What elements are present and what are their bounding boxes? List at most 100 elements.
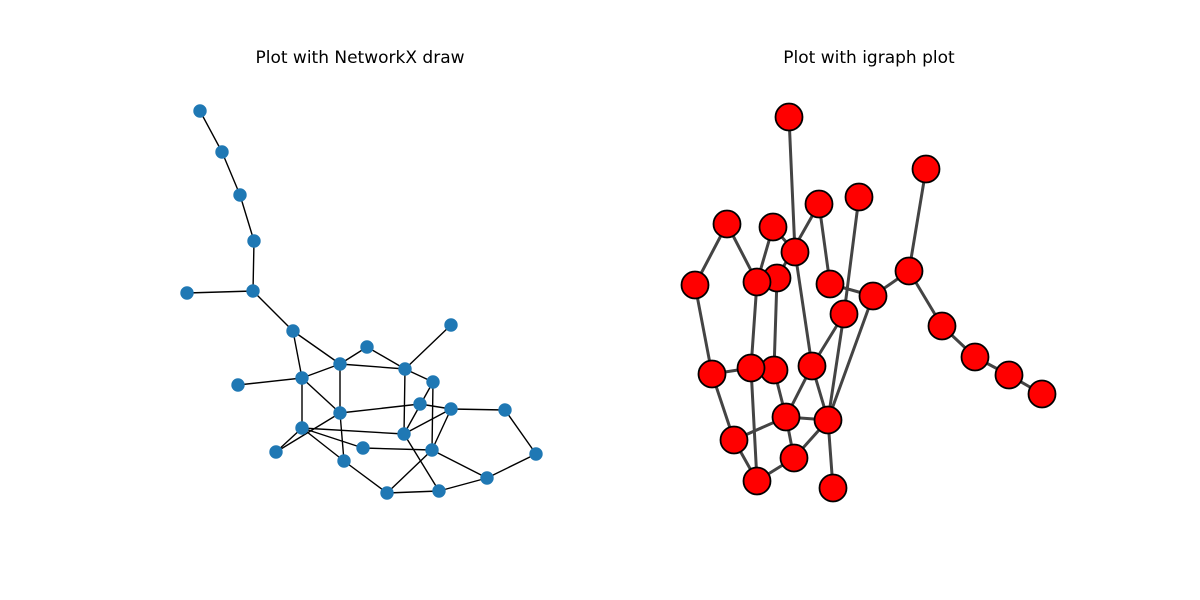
graph-node bbox=[360, 340, 374, 354]
graph-edge bbox=[403, 408, 452, 435]
graph-edge bbox=[239, 194, 255, 242]
graph-node bbox=[1027, 379, 1057, 409]
graph-node bbox=[333, 357, 347, 371]
graph-node bbox=[295, 371, 309, 385]
graph-node bbox=[480, 471, 494, 485]
graph-node bbox=[333, 406, 347, 420]
graph-node bbox=[858, 281, 888, 311]
graph-node bbox=[960, 342, 990, 372]
graph-edge bbox=[450, 408, 506, 411]
graph-node bbox=[233, 188, 247, 202]
graph-edge bbox=[826, 312, 846, 422]
graph-edge bbox=[301, 363, 341, 379]
graph-node bbox=[231, 378, 245, 392]
graph-edge bbox=[386, 449, 433, 494]
graph-node bbox=[680, 270, 710, 300]
graph-node bbox=[413, 397, 427, 411]
graph-node bbox=[780, 237, 810, 267]
graph-node bbox=[397, 427, 411, 441]
graph-edge bbox=[301, 427, 364, 449]
graph-node bbox=[774, 102, 804, 132]
graph-node bbox=[829, 299, 859, 329]
graph-edge bbox=[504, 409, 537, 455]
graph-edge bbox=[362, 447, 433, 451]
graph-node bbox=[444, 402, 458, 416]
graph-edge bbox=[199, 110, 223, 153]
graph-edge bbox=[793, 250, 814, 368]
graph-node bbox=[269, 445, 283, 459]
graph-edge bbox=[366, 346, 406, 370]
graph-node bbox=[742, 466, 772, 496]
graph-node bbox=[425, 443, 439, 457]
graph-node bbox=[246, 284, 260, 298]
graph-node bbox=[815, 269, 845, 299]
graph-edge bbox=[301, 427, 345, 462]
graph-edge bbox=[237, 377, 303, 386]
graph-node bbox=[247, 234, 261, 248]
graph-edge bbox=[186, 290, 254, 294]
graph-node bbox=[736, 353, 766, 383]
graph-edge bbox=[787, 115, 797, 254]
graph-node bbox=[380, 486, 394, 500]
graph-edge bbox=[221, 151, 241, 196]
graph-edge bbox=[403, 433, 440, 492]
igraph-graph bbox=[680, 102, 1057, 503]
graph-node bbox=[529, 447, 543, 461]
graph-node bbox=[444, 318, 458, 332]
graph-edge bbox=[339, 363, 406, 370]
graph-node bbox=[742, 267, 772, 297]
graph-node bbox=[426, 375, 440, 389]
graph-edge bbox=[431, 381, 434, 451]
graph-node bbox=[356, 441, 370, 455]
graph-edge bbox=[252, 240, 255, 292]
graph-node bbox=[215, 145, 229, 159]
graph-edge bbox=[826, 294, 875, 422]
graph-node bbox=[779, 443, 809, 473]
graph-node bbox=[432, 484, 446, 498]
graph-node bbox=[398, 362, 412, 376]
graph-edge bbox=[403, 368, 406, 435]
graph-edge bbox=[339, 412, 345, 462]
graph-edge bbox=[339, 403, 421, 414]
graph-edge bbox=[693, 283, 714, 376]
igraph-plot-title: Plot with igraph plot bbox=[783, 48, 955, 68]
graph-node bbox=[994, 360, 1024, 390]
graph-edge bbox=[749, 366, 759, 483]
graph-edge bbox=[386, 490, 440, 494]
graph-edge bbox=[438, 477, 488, 492]
graph-edge bbox=[404, 324, 452, 370]
graph-node bbox=[498, 403, 512, 417]
graph-edge bbox=[907, 167, 928, 273]
graph-edge bbox=[772, 276, 779, 372]
graph-node bbox=[818, 473, 848, 503]
graph-node bbox=[719, 425, 749, 455]
graph-node bbox=[813, 405, 843, 435]
graph-node bbox=[804, 189, 834, 219]
graph-node bbox=[771, 402, 801, 432]
graph-node bbox=[697, 359, 727, 389]
graph-edge bbox=[292, 330, 303, 379]
graph-node bbox=[712, 209, 742, 239]
graph-node bbox=[927, 311, 957, 341]
graph-node bbox=[894, 256, 924, 286]
graph-edge bbox=[431, 449, 488, 479]
graph-node bbox=[844, 182, 874, 212]
graph-node bbox=[286, 324, 300, 338]
graph-edge bbox=[292, 330, 341, 365]
graph-edge bbox=[486, 453, 537, 479]
graph-node bbox=[180, 286, 194, 300]
graph-node bbox=[911, 154, 941, 184]
graph-node bbox=[193, 104, 207, 118]
graph-node bbox=[295, 421, 309, 435]
graph-node bbox=[337, 454, 351, 468]
graph-edge bbox=[343, 460, 388, 494]
graph-edge bbox=[842, 195, 861, 316]
graph-node bbox=[758, 212, 788, 242]
networkx-plot-title: Plot with NetworkX draw bbox=[255, 48, 464, 68]
networkx-graph bbox=[180, 104, 543, 500]
graph-edge bbox=[301, 377, 341, 414]
graph-node bbox=[797, 351, 827, 381]
graph-edge bbox=[431, 408, 452, 451]
